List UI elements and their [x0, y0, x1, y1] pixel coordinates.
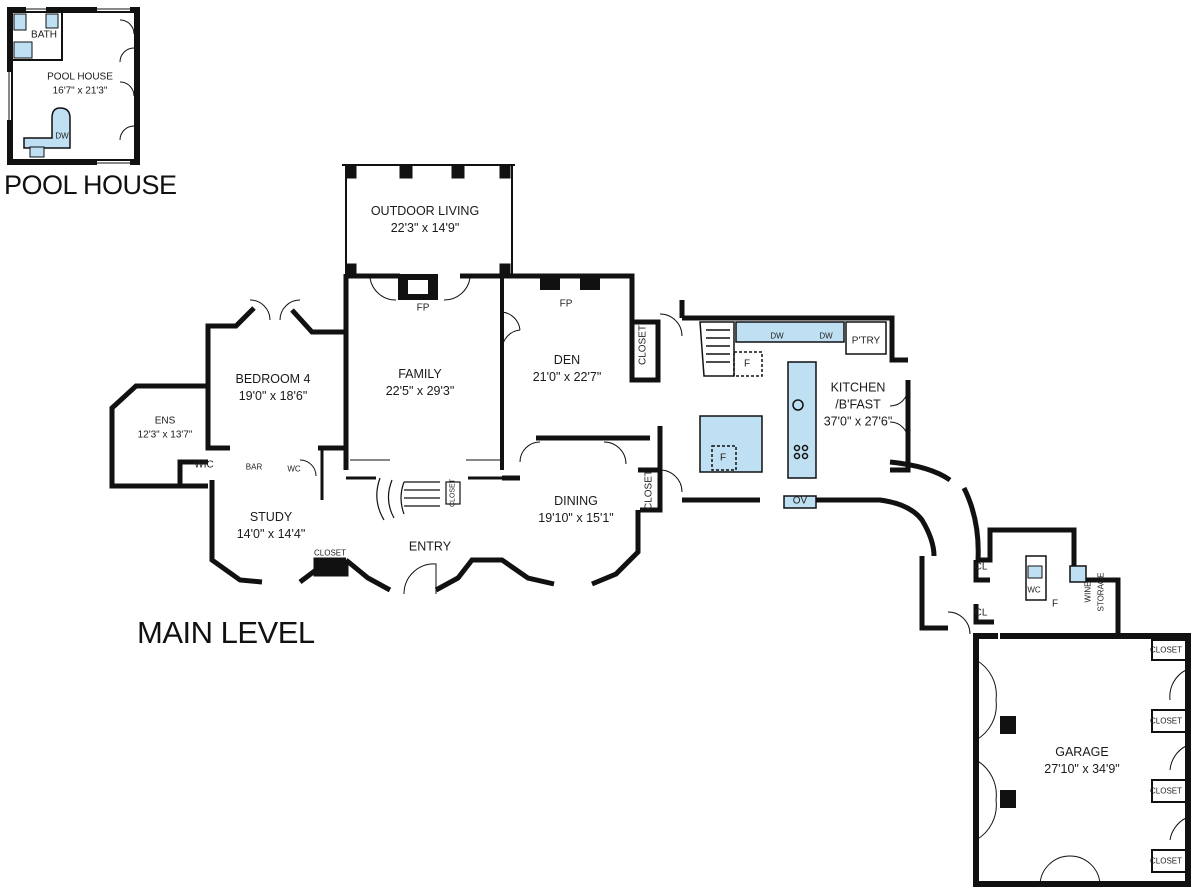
ens-dims: 12'3" x 13'7"	[137, 429, 193, 440]
den-fireplace-tag: FP	[559, 298, 573, 310]
mudroom-fridge-tag: F	[1051, 598, 1059, 610]
den-dims: 21'0" x 22'7"	[532, 370, 602, 384]
pool-house-title: POOL HOUSE	[4, 170, 177, 200]
garage-closet4-tag: CLOSET	[1149, 856, 1183, 866]
closet-cl2-tag: CL	[974, 607, 988, 619]
family-name: FAMILY	[398, 367, 442, 382]
bedroom4-name: BEDROOM 4	[235, 372, 311, 387]
closet-cl1-tag: CL	[974, 561, 988, 573]
room-study: STUDY 14'0" x 14'4"	[237, 509, 306, 543]
pool-house-name: POOL HOUSE	[47, 71, 113, 83]
stair-closet-tag: CLOSET	[449, 478, 457, 508]
oven-tag: OV	[792, 495, 808, 507]
room-dining: DINING 19'10" x 15'1"	[538, 493, 614, 527]
room-garage: GARAGE 27'10" x 34'9"	[1044, 744, 1120, 778]
den-closet-tag: CLOSET	[637, 324, 649, 366]
garage-closet1-tag: CLOSET	[1149, 645, 1183, 655]
room-ens: ENS 12'3" x 13'7"	[138, 415, 193, 442]
study-name: STUDY	[249, 510, 293, 525]
garage-dims: 27'10" x 34'9"	[1044, 762, 1120, 776]
mudroom-walls	[973, 527, 1121, 636]
ens-name: ENS	[154, 415, 176, 427]
main-stair	[350, 459, 500, 521]
outdoor-living-walls	[342, 164, 515, 275]
kitchen-dw2-tag: DW	[819, 331, 833, 341]
dining-closet-tag: CLOSET	[643, 469, 655, 511]
room-pool-house: POOL HOUSE 16'7" x 21'3"	[47, 71, 113, 98]
garage-walls	[973, 633, 1191, 887]
study-closet-tag: CLOSET	[313, 548, 347, 558]
outdoor-living-dims: 22'3" x 14'9"	[390, 221, 460, 235]
doors-windows	[249, 277, 971, 635]
pool-house-dims: 16'7" x 21'3"	[52, 85, 108, 96]
storage-tag: STORAGE	[1096, 572, 1106, 612]
wc-tag: WC	[287, 464, 301, 474]
dining-dims: 19'10" x 15'1"	[538, 511, 614, 525]
pantry-tag: P'TRY	[851, 335, 881, 347]
family-dims: 22'5" x 29'3"	[385, 384, 455, 398]
room-bedroom4: BEDROOM 4 19'0" x 18'6"	[235, 371, 310, 405]
room-den: DEN 21'0" x 22'7"	[533, 352, 602, 386]
pool-dishwasher-tag: DW	[55, 131, 69, 141]
room-bath: BATH	[31, 28, 57, 42]
pool-house-walls	[7, 7, 140, 165]
room-kitchen: KITCHEN /B'FAST 37'0" x 27'6"	[824, 380, 893, 431]
kitchen-name2: /B'FAST	[835, 397, 881, 412]
entry-name: ENTRY	[408, 539, 452, 554]
bfast-fridge-tag: F	[719, 452, 727, 464]
main-level-title: MAIN LEVEL	[137, 615, 315, 650]
kitchen-fridge-tag: F	[743, 358, 751, 370]
bar-tag: BAR	[245, 462, 263, 472]
room-family: FAMILY 22'5" x 29'3"	[386, 366, 455, 400]
mudroom-wc-tag: WC	[1027, 585, 1041, 595]
family-fireplace-tag: FP	[416, 302, 430, 314]
room-outdoor-living: OUTDOOR LIVING 22'3" x 14'9"	[371, 203, 479, 237]
kitchen-dw1-tag: DW	[770, 331, 784, 341]
kitchen-walls	[679, 300, 948, 631]
wic-tag: WIC	[194, 459, 214, 471]
kitchen-dims: 37'0" x 27'6"	[823, 414, 893, 429]
gallery-walls	[889, 459, 981, 561]
bedroom4-dims: 19'0" x 18'6"	[238, 389, 308, 403]
study-dims: 14'0" x 14'4"	[236, 527, 306, 541]
garage-closet3-tag: CLOSET	[1149, 786, 1183, 796]
kitchen-fixtures	[699, 321, 887, 509]
dining-name: DINING	[554, 494, 598, 509]
garage-name: GARAGE	[1055, 745, 1109, 760]
garage-closet2-tag: CLOSET	[1149, 716, 1183, 726]
bath-label: BATH	[31, 29, 57, 41]
main-house-walls	[109, 273, 663, 593]
wine-tag: WINE	[1083, 581, 1093, 603]
den-name: DEN	[553, 353, 581, 368]
kitchen-name: KITCHEN	[830, 380, 886, 395]
room-entry: ENTRY	[409, 539, 451, 556]
outdoor-living-name: OUTDOOR LIVING	[370, 204, 480, 219]
